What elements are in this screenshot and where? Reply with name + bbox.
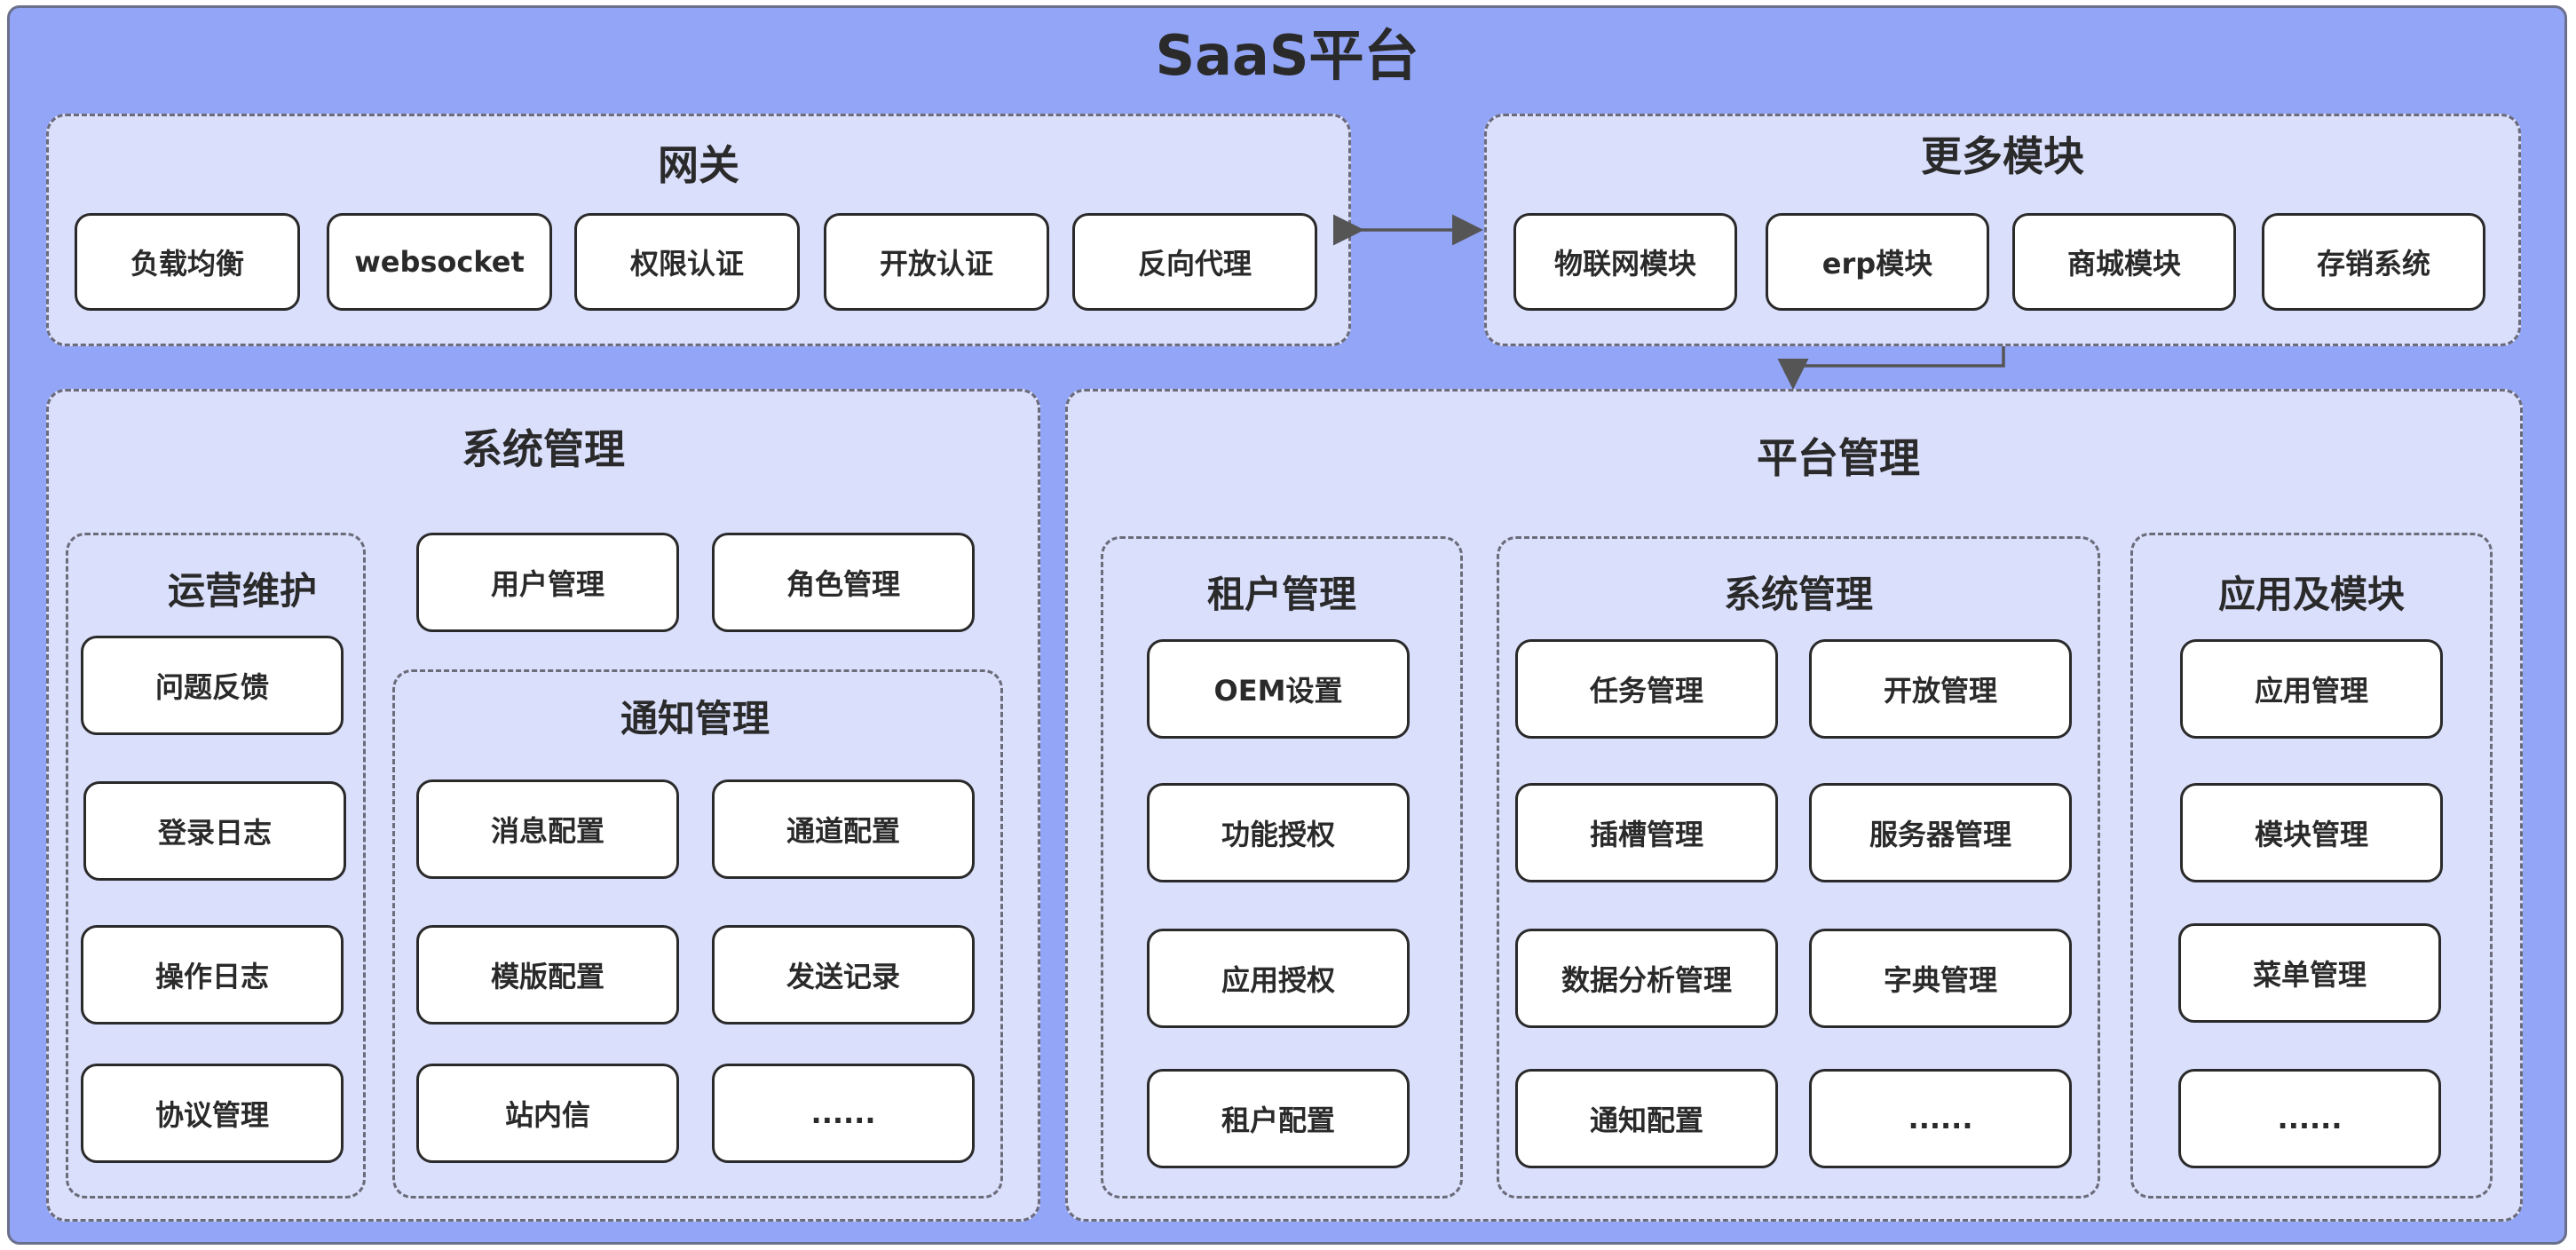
module-mall: 商城模块	[2012, 213, 2236, 311]
gateway-title: 网关	[658, 141, 739, 189]
platform-title: SaaS平台	[1155, 23, 1419, 88]
platform-mgmt-title: 平台管理	[1757, 434, 1920, 482]
sys-item-dictionary: 字典管理	[1809, 929, 2072, 1028]
notify-item-send-record: 发送记录	[712, 925, 975, 1025]
sys-item-server: 服务器管理	[1809, 783, 2072, 882]
gateway-item-load-balance: 负载均衡	[75, 213, 300, 311]
notify-title: 通知管理	[620, 697, 770, 740]
apps-title: 应用及模块	[2217, 573, 2405, 616]
tenant-item-feature-auth: 功能授权	[1147, 783, 1410, 882]
apps-item-menu-mgmt: 菜单管理	[2178, 923, 2441, 1023]
gateway-item-auth: 权限认证	[574, 213, 800, 311]
tenant-item-app-auth: 应用授权	[1147, 929, 1410, 1028]
sys-item-notify-config: 通知配置	[1515, 1069, 1778, 1168]
sys-item-slot: 插槽管理	[1515, 783, 1778, 882]
gateway-item-reverse-proxy: 反向代理	[1072, 213, 1317, 311]
ops-item-agreement: 协议管理	[81, 1064, 344, 1163]
apps-item-more: ......	[2178, 1069, 2441, 1168]
notify-item-channel-config: 通道配置	[712, 779, 975, 879]
ops-item-operation-log: 操作日志	[81, 925, 344, 1025]
system-mgmt-title: 系统管理	[462, 425, 625, 473]
user-mgmt-box: 用户管理	[416, 533, 679, 632]
sys-item-open: 开放管理	[1809, 639, 2072, 739]
notify-item-template-config: 模版配置	[416, 925, 679, 1025]
notify-item-more: ......	[712, 1064, 975, 1163]
ops-item-login-log: 登录日志	[83, 781, 346, 881]
ops-title: 运营维护	[167, 569, 317, 613]
gateway-item-websocket: websocket	[327, 213, 552, 311]
sys-item-task: 任务管理	[1515, 639, 1778, 739]
notify-item-site-message: 站内信	[416, 1064, 679, 1163]
sys-item-more: ......	[1809, 1069, 2072, 1168]
tenant-item-oem: OEM设置	[1147, 639, 1410, 739]
sys-item-data-analysis: 数据分析管理	[1515, 929, 1778, 1028]
apps-item-module-mgmt: 模块管理	[2180, 783, 2443, 882]
gateway-item-open-auth: 开放认证	[824, 213, 1049, 311]
apps-item-app-mgmt: 应用管理	[2180, 639, 2443, 739]
role-mgmt-box: 角色管理	[712, 533, 975, 632]
more-modules-title: 更多模块	[1921, 132, 2084, 180]
tenant-title: 租户管理	[1206, 573, 1356, 616]
module-inventory: 存销系统	[2262, 213, 2485, 311]
notify-item-message-config: 消息配置	[416, 779, 679, 879]
ops-item-feedback: 问题反馈	[81, 636, 344, 735]
module-erp: erp模块	[1766, 213, 1989, 311]
platform-system-title: 系统管理	[1723, 573, 1873, 616]
module-iot: 物联网模块	[1513, 213, 1737, 311]
tenant-item-config: 租户配置	[1147, 1069, 1410, 1168]
